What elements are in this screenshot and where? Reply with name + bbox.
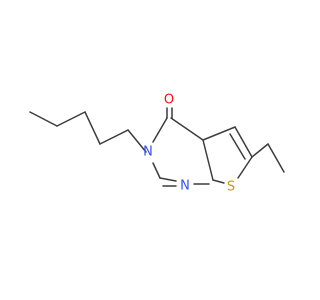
bond-c4a-c4 <box>170 117 204 141</box>
atom-label-sulfur: S <box>227 180 235 195</box>
bond-ethyl-1 <box>251 143 269 158</box>
molecule-structure: O N N S <box>29 93 285 195</box>
bond-c7a-c4a <box>202 139 214 181</box>
bond-pentyl-1 <box>29 111 58 127</box>
bond-c5-c6 <box>234 126 253 158</box>
atom-label-oxygen: O <box>164 93 174 108</box>
bond-c6-s <box>237 156 253 179</box>
bond-pentyl-4 <box>99 129 129 145</box>
atom-label-nitrogen-amide: N <box>143 145 153 160</box>
bond-s-c7a <box>212 179 225 184</box>
bond-ethyl-2 <box>267 143 285 173</box>
bond-c4a-c5 <box>202 126 236 141</box>
bond-pentyl-2 <box>56 111 86 127</box>
bond-n3-c4 <box>152 117 168 143</box>
bond-c5-c6-double <box>229 133 246 160</box>
bond-c2-n1 <box>159 177 177 182</box>
atom-label-nitrogen-ring: N <box>180 179 190 194</box>
bond-pentyl-3 <box>84 111 101 145</box>
bond-pentyl-5 <box>127 129 147 153</box>
bond-n3-c2 <box>152 162 161 179</box>
